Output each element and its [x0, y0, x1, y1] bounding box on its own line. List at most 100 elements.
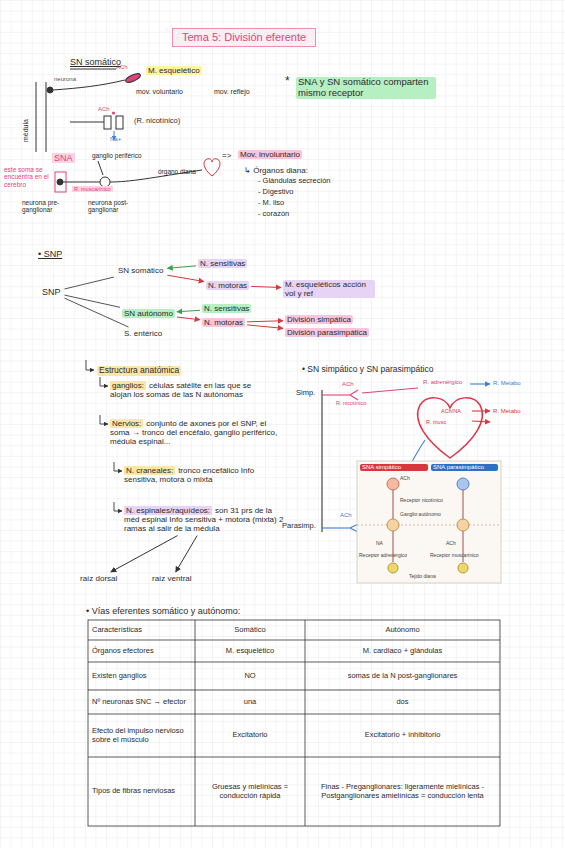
- note-text: ACh: [446, 541, 456, 547]
- note-text: - corazón: [258, 210, 289, 219]
- table-cell: dos: [309, 698, 496, 707]
- pointer-arrow: [472, 410, 490, 411]
- node-heading: N. espinales/raquídeos:: [124, 506, 212, 515]
- tree-item: raíz ventral: [150, 574, 194, 583]
- note-text: (R. nicotínico): [134, 117, 180, 126]
- note-text: Tejido diana: [409, 574, 436, 580]
- connector-arrow: [65, 277, 114, 289]
- table-row-line: [88, 640, 500, 757]
- node-heading: N. sensitivas: [200, 259, 245, 268]
- connector-arrow: [247, 321, 283, 322]
- note-text: • Vías eferentes somático y autónomo:: [86, 606, 240, 616]
- synapse-terminal: [104, 116, 111, 129]
- table-cell: Efecto del impulso nervioso sobre el mús…: [92, 727, 191, 744]
- note-text: ACh: [340, 512, 352, 519]
- connector-arrow: [65, 295, 120, 307]
- node-heading: SNA simpático: [362, 464, 426, 471]
- definition-item: N. espinales/raquídeos:son 31 prs de la …: [124, 506, 289, 534]
- note-text: ACh: [116, 64, 128, 71]
- note-text: ACh: [98, 106, 110, 113]
- spinal-cord-symbol: [36, 82, 46, 152]
- note-text: Ganglio autónomo: [400, 512, 441, 518]
- note-text: médula: [22, 119, 30, 142]
- definition-item: Nervios:conjunto de axones por el SNP, e…: [110, 419, 280, 447]
- hook-arrow: [114, 502, 122, 511]
- figure-band: SNA parasimpático: [431, 464, 498, 471]
- table-cell: Gruesas y mielínicas = conducción rápida: [199, 783, 301, 800]
- highlight-box: Mov. involuntario: [238, 150, 302, 159]
- node-heading: raíz ventral: [152, 574, 192, 583]
- note-text: neurona: [54, 76, 76, 83]
- table-cell: Órganos efectores: [92, 647, 191, 656]
- definition-item: N. craneales:tronco encefálico Info sens…: [124, 466, 284, 484]
- node-heading: Mov. involuntario: [240, 150, 300, 159]
- note-text: SN somático: [70, 57, 121, 67]
- node-heading: División parasimpática: [287, 328, 367, 337]
- note-text: Receptor muscarínico: [430, 553, 479, 559]
- node-heading: M. esqueléticos acción vol y ref: [285, 280, 373, 298]
- table-cell: Nº neuronas SNC → efector: [92, 698, 191, 707]
- hook-arrow: [100, 377, 108, 386]
- ganglion-symbol: [457, 519, 469, 531]
- note-text: neurona post-ganglionar: [88, 199, 148, 214]
- heart-symbol: [204, 159, 220, 176]
- note-text: Simp.: [296, 389, 315, 398]
- note-text: R. Metabo: [493, 408, 521, 415]
- note-text: mov. voluntario: [136, 88, 183, 96]
- node-heading: División simpática: [287, 315, 351, 324]
- node-heading: SN somático: [118, 266, 163, 275]
- note-text: neurona pre-ganglionar: [22, 199, 74, 214]
- note-text: SNA: [52, 153, 75, 163]
- note-text: • SN simpático y SN parasimpático: [302, 365, 433, 375]
- axon-line: [393, 490, 463, 562]
- connector-arrow: [167, 275, 204, 281]
- muscle-symbol: [124, 72, 141, 84]
- synapse-symbol: [350, 390, 358, 400]
- hook-arrow: [114, 462, 122, 471]
- preganglionic-axon: [322, 527, 350, 528]
- table-cell: Somático: [199, 626, 301, 635]
- table-cell: Autónomo: [309, 626, 496, 635]
- hook-arrow: [100, 415, 108, 424]
- table-cell: Finas - Preganglionares: ligeramente mie…: [309, 783, 496, 800]
- postganglionic-axon: [362, 388, 418, 393]
- note-text: =>: [222, 151, 231, 160]
- node-heading: SNP: [42, 287, 61, 297]
- highlight-box: N. sensitivas: [198, 259, 247, 268]
- comparison-table: [88, 620, 500, 826]
- connector-arrow: [176, 536, 198, 572]
- highlight-box: SN autónomo: [122, 309, 175, 318]
- table-cell: Existen ganglios: [92, 672, 191, 681]
- connector-arrow: [251, 286, 281, 287]
- node-heading: Estructura anatómica: [99, 366, 179, 376]
- node-heading: N. motoras: [208, 281, 247, 290]
- hook-arrow: [86, 360, 94, 370]
- neuron-soma: [57, 179, 63, 185]
- connector-arrow: [247, 325, 283, 328]
- tree-item: S. entérico: [122, 329, 164, 338]
- ganglion-level-line: [357, 525, 501, 526]
- table-cell: somas de la N post-ganglionares: [309, 672, 496, 681]
- note-text: órgano diana: [158, 168, 196, 175]
- neuron-soma: [47, 87, 53, 93]
- table-cell: Características: [92, 626, 191, 635]
- connector-arrow: [65, 298, 129, 327]
- somatic-sketch: [36, 69, 142, 152]
- preganglionic-axon: [322, 394, 350, 395]
- node-heading: raíz dorsal: [80, 574, 117, 583]
- table-cell: Tipos de fibras nerviosas: [92, 787, 191, 796]
- note-text: - M. liso: [258, 199, 284, 208]
- node-heading: N. motoras: [204, 318, 243, 327]
- figure-band: SNA simpático: [360, 464, 428, 471]
- note-text: R. muscarínico: [72, 186, 113, 192]
- note-text: Parasimp.: [282, 522, 316, 531]
- highlight-box: N. motoras: [202, 318, 245, 327]
- connector-arrow: [111, 536, 178, 572]
- note-text: ACh: [342, 381, 354, 388]
- underline: [70, 69, 116, 70]
- highlight-box: N. motoras: [206, 281, 249, 290]
